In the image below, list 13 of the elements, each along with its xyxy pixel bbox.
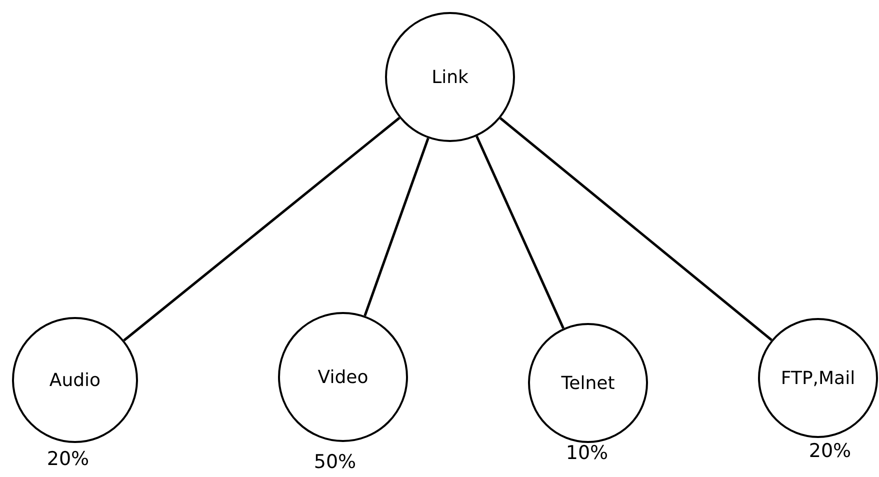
- percentage-label: 20%: [46, 448, 90, 470]
- connector-line: [500, 117, 772, 341]
- percentage-label: 10%: [566, 442, 608, 464]
- connector-line: [476, 136, 564, 329]
- percentage-label: 50%: [314, 451, 356, 473]
- node-label: Video: [318, 366, 368, 388]
- connector-line: [364, 138, 430, 316]
- node-label: Audio: [49, 370, 101, 390]
- node-label: FTP,Mail: [780, 368, 856, 388]
- percentage-label: 20%: [808, 440, 852, 462]
- connector-line: [123, 116, 400, 342]
- node-label: Telnet: [561, 372, 615, 394]
- node-label: Link: [432, 66, 468, 88]
